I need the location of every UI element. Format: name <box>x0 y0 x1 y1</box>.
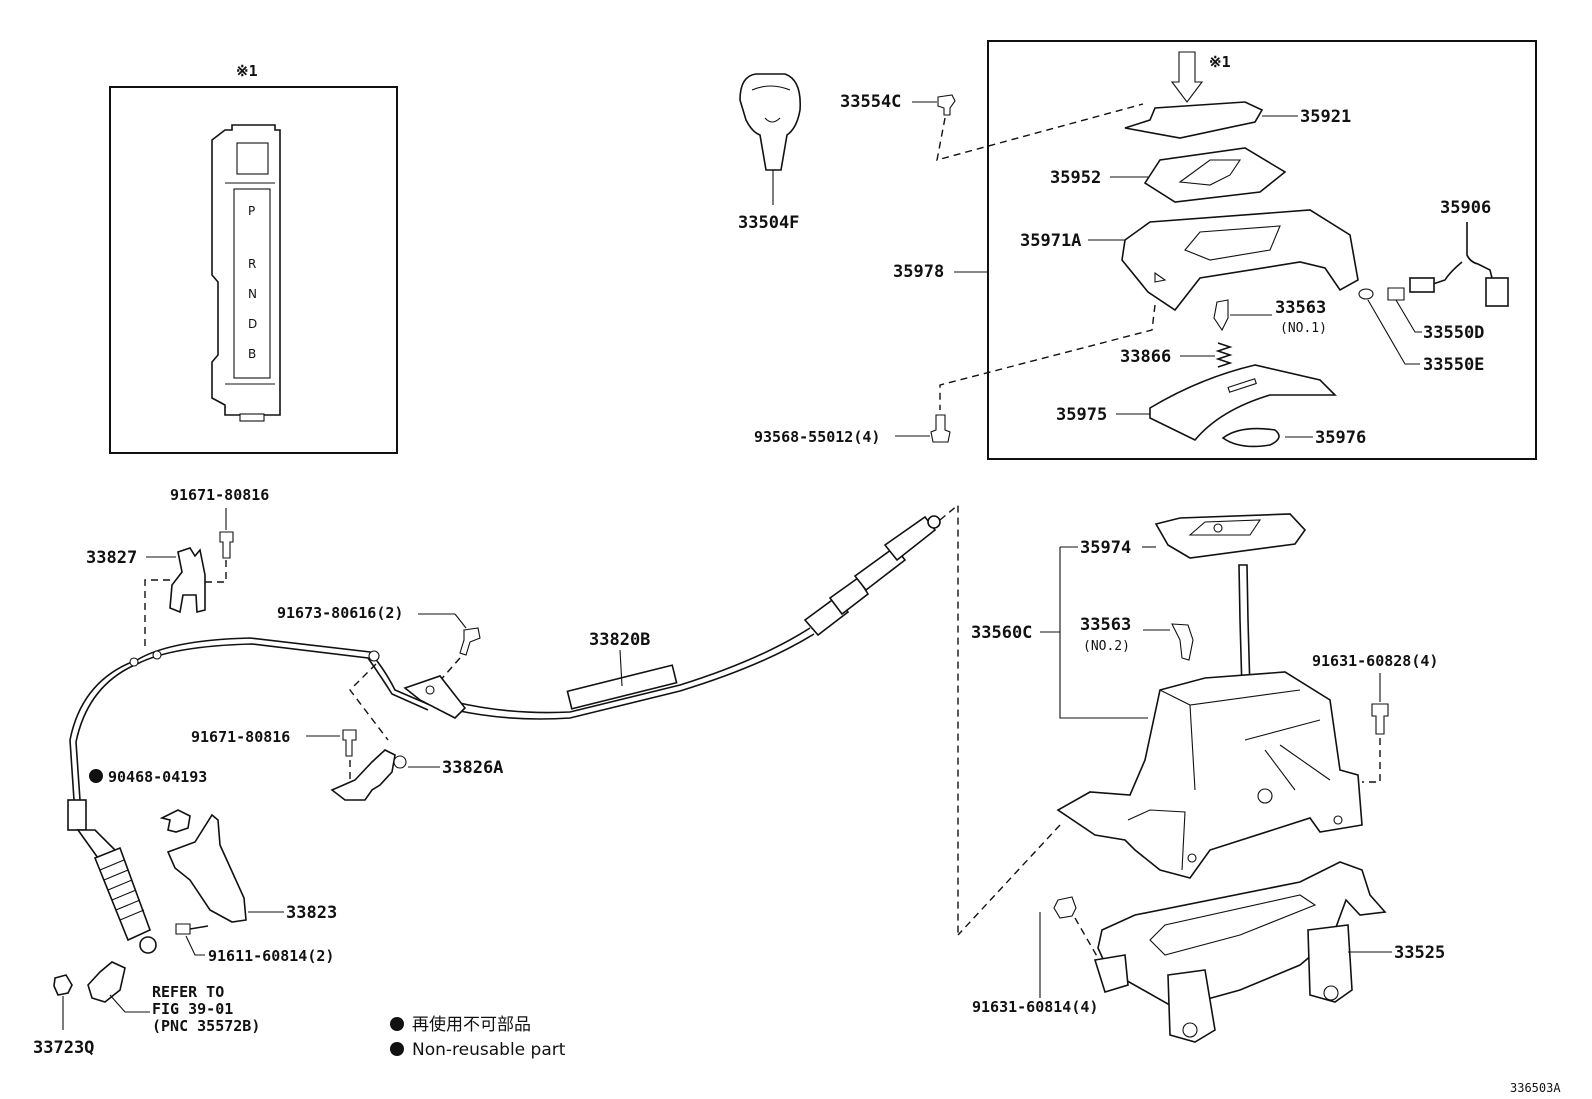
label-93568: 93568-55012(4) <box>754 428 880 446</box>
label-33550D: 33550D <box>1423 323 1484 343</box>
label-90468: 90468-04193 <box>108 768 207 786</box>
label-33560C: 33560C <box>971 623 1032 643</box>
clip-33554C: 33554C <box>840 92 1144 161</box>
bracket-33823: 33823 <box>166 813 337 923</box>
refer-line2: FIG 39-01 <box>152 1000 233 1018</box>
diagram-id: 336503A <box>1510 1081 1561 1095</box>
label-35975: 35975 <box>1056 405 1107 425</box>
indicator-window <box>236 142 269 175</box>
label-33826A: 33826A <box>442 758 503 778</box>
label-33723Q: 33723Q <box>33 1038 94 1058</box>
bulb-33550: 33550D 33550E <box>1358 287 1484 375</box>
legend-dot-2 <box>390 1042 404 1056</box>
refer-note: REFER TO FIG 39-01 (PNC 35572B) <box>152 983 260 1035</box>
inset-frame <box>109 86 398 454</box>
clip-33723Q: 33723Q <box>33 961 150 1058</box>
bracket-33826A: 33826A <box>330 749 503 801</box>
inset-marker: ※1 <box>236 62 258 80</box>
gear-n: N <box>248 287 257 301</box>
label-35976: 35976 <box>1315 428 1366 448</box>
clip-33563-no2: 33563 (NO.2) <box>1080 615 1194 661</box>
clip-90468: 90468-04193 <box>89 768 207 833</box>
label-33563-no2: 33563 <box>1080 615 1131 635</box>
screw-91611: 91611-60814(2) <box>175 923 334 965</box>
refer-line1: REFER TO <box>152 983 224 1001</box>
legend-english: Non-reusable part <box>412 1040 566 1060</box>
sublabel-33563-no1: (NO.1) <box>1280 321 1327 336</box>
label-35952: 35952 <box>1050 168 1101 188</box>
label-91671-mid: 91671-80816 <box>191 728 290 746</box>
screw-91671-mid: 91671-80816 <box>191 728 357 785</box>
lever-housing <box>957 671 1363 936</box>
indicator-assembly-box <box>987 40 1537 460</box>
label-91631-right: 91631-60828(4) <box>1312 652 1438 670</box>
legend: 再使用不可部品 Non-reusable part <box>390 1014 566 1060</box>
part-35921: 35921 <box>1124 101 1351 139</box>
label-33820B: 33820B <box>589 630 650 650</box>
refer-line3: (PNC 35572B) <box>152 1017 260 1035</box>
bracket-33827: 33827 <box>86 547 206 650</box>
label-33550E: 33550E <box>1423 355 1484 375</box>
label-35974: 35974 <box>1080 538 1131 558</box>
screw-91673: 91673-80616(2) <box>277 604 481 693</box>
shift-knob: 33504F <box>738 73 802 233</box>
screw-91631-right: 91631-60828(4) <box>1312 652 1438 783</box>
gear-p: P <box>248 204 255 218</box>
label-35978: 35978 <box>893 262 944 282</box>
part-35971A: 35971A <box>1020 209 1359 312</box>
sublabel-33563-no2: (NO.2) <box>1083 639 1130 654</box>
indicator-inset: ※1 P R N D B <box>109 62 398 454</box>
gear-r: R <box>248 257 256 271</box>
label-33823: 33823 <box>286 903 337 923</box>
cable-33820B: 33820B <box>67 503 959 954</box>
gear-b: B <box>248 347 256 361</box>
non-reusable-dot-90468 <box>89 769 103 783</box>
label-91611: 91611-60814(2) <box>208 947 334 965</box>
label-91671-top: 91671-80816 <box>170 486 269 504</box>
label-33827: 33827 <box>86 548 137 568</box>
bracket-35978: 35978 <box>893 262 988 282</box>
box-marker: ※1 <box>1209 53 1231 71</box>
legend-japanese: 再使用不可部品 <box>412 1014 531 1035</box>
cover-35975: 35975 <box>1056 364 1337 441</box>
base-33525: 33525 <box>1093 861 1445 1043</box>
gear-d: D <box>248 317 257 331</box>
indicator-plate: P R N D B <box>211 124 281 422</box>
label-33525: 33525 <box>1394 943 1445 963</box>
label-33866: 33866 <box>1120 347 1171 367</box>
bracket-33560C: 33560C <box>971 546 1148 719</box>
screw-93568: 93568-55012(4) <box>754 304 1156 446</box>
spring-33866: 33866 <box>1120 342 1233 368</box>
label-35971A: 35971A <box>1020 231 1081 251</box>
screw-91631-bottom: 91631-60814(4) <box>972 896 1099 1016</box>
screw-91671-top: 91671-80816 <box>170 486 269 583</box>
label-35921: 35921 <box>1300 107 1351 127</box>
plate-35974: 35974 <box>1080 513 1307 559</box>
cable-bracket <box>349 663 467 741</box>
label-33554C: 33554C <box>840 92 901 112</box>
clip-33563-no1: 33563 (NO.1) <box>1213 298 1327 336</box>
part-35952: 35952 <box>1050 147 1287 203</box>
box-marker-arrow: ※1 <box>1170 51 1231 103</box>
label-91673: 91673-80616(2) <box>277 604 403 622</box>
shift-rod <box>1238 564 1251 691</box>
part-35976: 35976 <box>1221 427 1366 448</box>
label-33563-no1: 33563 <box>1275 298 1326 318</box>
gear-slot <box>233 188 271 379</box>
legend-dot-1 <box>390 1017 404 1031</box>
label-91631-bottom: 91631-60814(4) <box>972 998 1098 1016</box>
part-35906: 35906 <box>1409 198 1509 307</box>
label-35906: 35906 <box>1440 198 1491 218</box>
label-33504F: 33504F <box>738 213 799 233</box>
